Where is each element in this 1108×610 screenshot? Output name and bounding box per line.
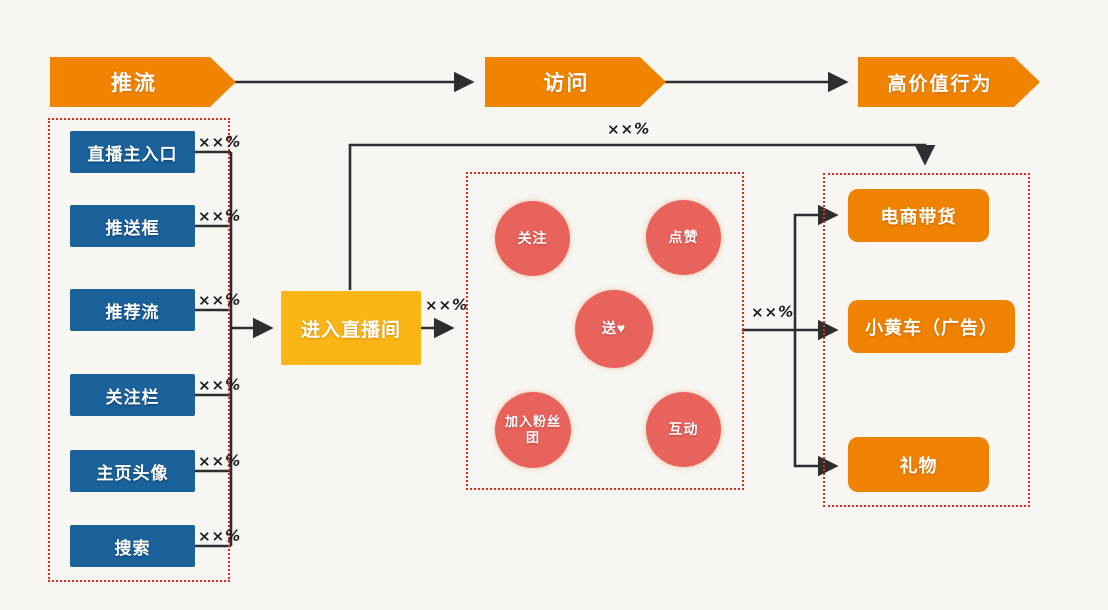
entry-box-recommend-feed: 推荐流 — [70, 289, 195, 331]
interaction-label: 加入粉丝团 — [504, 413, 561, 445]
enter-live-room-node: 进入直播间 — [281, 291, 421, 365]
interaction-circle-interact: 互动 — [646, 392, 721, 467]
rate-label-high-value: ××% — [750, 302, 795, 322]
interaction-circle-send-heart: 送♥ — [575, 290, 653, 368]
entry-box-label: 直播主入口 — [87, 144, 178, 164]
entry-box-label: 主页头像 — [96, 463, 169, 483]
rate-label-bypass: ××% — [606, 119, 651, 139]
action-box-label: 小黄车（广告） — [865, 317, 998, 338]
rate-label-entry-5: ××% — [197, 451, 242, 471]
action-box-yellow-cart-ads: 小黄车（广告） — [848, 300, 1015, 353]
entry-box-label: 关注栏 — [105, 387, 160, 407]
light-interactions-panel — [466, 172, 744, 490]
stage-banner-visit-label: 访问 — [543, 72, 590, 95]
entry-sources-panel — [48, 118, 230, 582]
rate-label-enter-room: ××% — [424, 295, 469, 315]
enter-live-room-label: 进入直播间 — [300, 319, 401, 341]
action-box-label: 电商带货 — [880, 206, 957, 227]
rate-label-entry-4: ××% — [197, 375, 242, 395]
action-box-gift: 礼物 — [848, 437, 989, 492]
entry-box-follow-bar: 关注栏 — [70, 374, 195, 416]
entry-box-streamer-entrance: 直播主入口 — [70, 131, 195, 173]
entry-box-label: 推荐流 — [105, 302, 160, 322]
entry-box-label: 搜索 — [114, 538, 151, 558]
action-box-label: 礼物 — [899, 455, 938, 476]
action-box-ecommerce: 电商带货 — [848, 189, 989, 242]
interaction-circle-follow: 关注 — [495, 201, 570, 276]
entry-box-search: 搜索 — [70, 525, 195, 567]
entry-box-push-frame: 推送框 — [70, 205, 195, 247]
stage-banner-push: 推流 — [50, 57, 236, 107]
interaction-circle-like: 点赞 — [646, 200, 721, 275]
high-value-actions-panel — [823, 173, 1030, 507]
interaction-label: 互动 — [668, 420, 699, 437]
stage-banner-push-label: 推流 — [111, 72, 157, 95]
entry-box-label: 推送框 — [105, 218, 160, 238]
interaction-label: 关注 — [517, 229, 548, 246]
interaction-label: 送♥ — [601, 320, 627, 337]
rate-label-entry-2: ××% — [197, 206, 242, 226]
rate-label-entry-1: ××% — [197, 132, 242, 152]
stage-banner-high-value-label: 高价值行为 — [887, 73, 993, 95]
interaction-circle-join-fanclub: 加入粉丝团 — [495, 392, 571, 468]
stage-banner-visit: 访问 — [485, 57, 666, 107]
rate-label-entry-6: ××% — [197, 526, 242, 546]
interaction-label: 点赞 — [668, 228, 699, 245]
entry-box-profile-avatar: 主页头像 — [70, 450, 195, 492]
rate-label-entry-3: ××% — [197, 290, 242, 310]
stage-banner-high-value: 高价值行为 — [858, 57, 1040, 107]
